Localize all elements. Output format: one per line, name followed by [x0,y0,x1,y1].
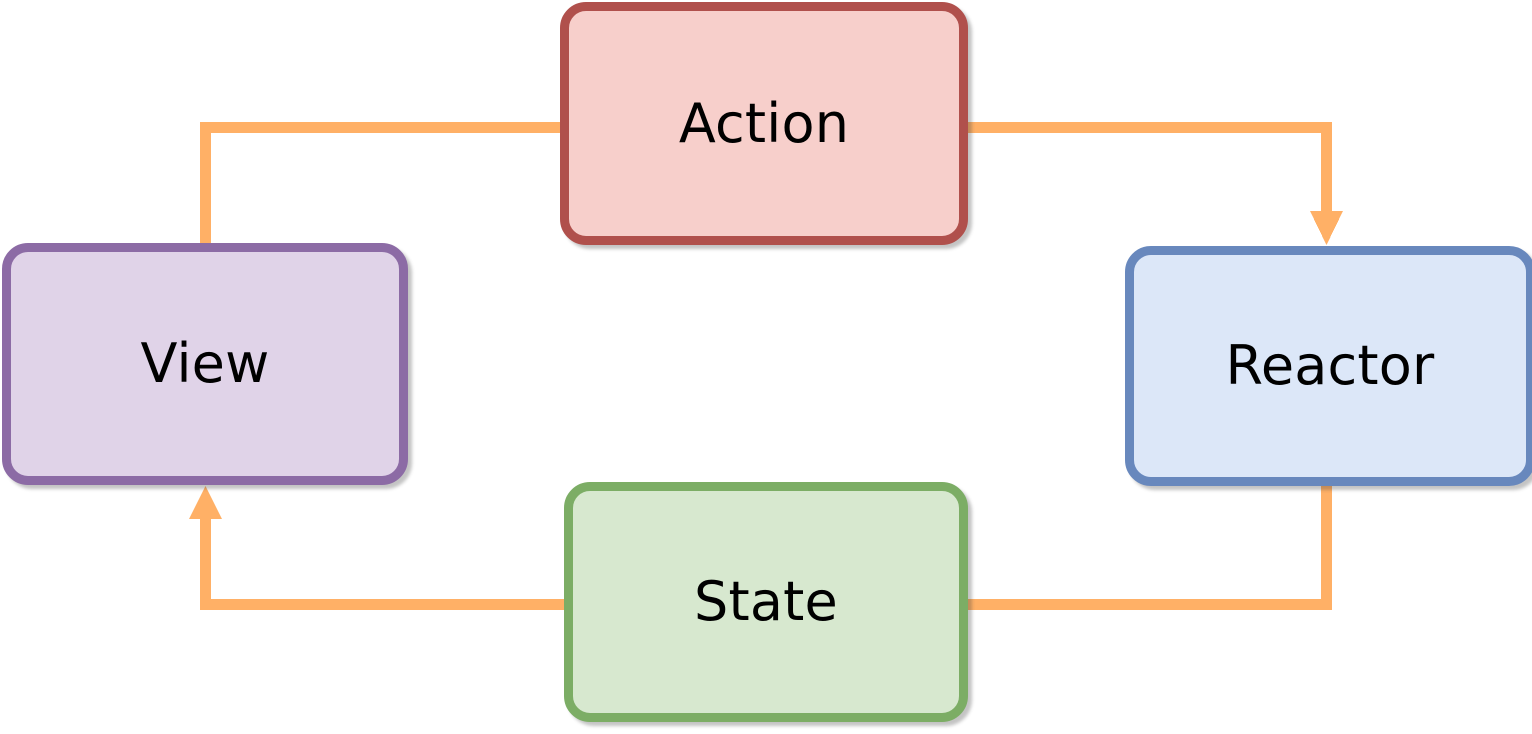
node-reactor-label: Reactor [1225,334,1435,397]
arrowhead-into-reactor [1310,211,1343,245]
arrowhead-into-view [189,486,222,519]
node-view-label: View [140,332,270,395]
node-action-label: Action [678,91,850,155]
node-view[interactable]: View [2,243,408,485]
edge-action-to-reactor [962,122,1332,212]
edge-reactor-to-state [964,482,1332,610]
node-action[interactable]: Action [560,2,968,245]
node-state[interactable]: State [564,482,968,722]
node-state-label: State [694,570,838,633]
edge-state-to-view [200,518,568,610]
node-reactor[interactable]: Reactor [1125,246,1532,486]
edge-view-to-action [200,122,566,248]
